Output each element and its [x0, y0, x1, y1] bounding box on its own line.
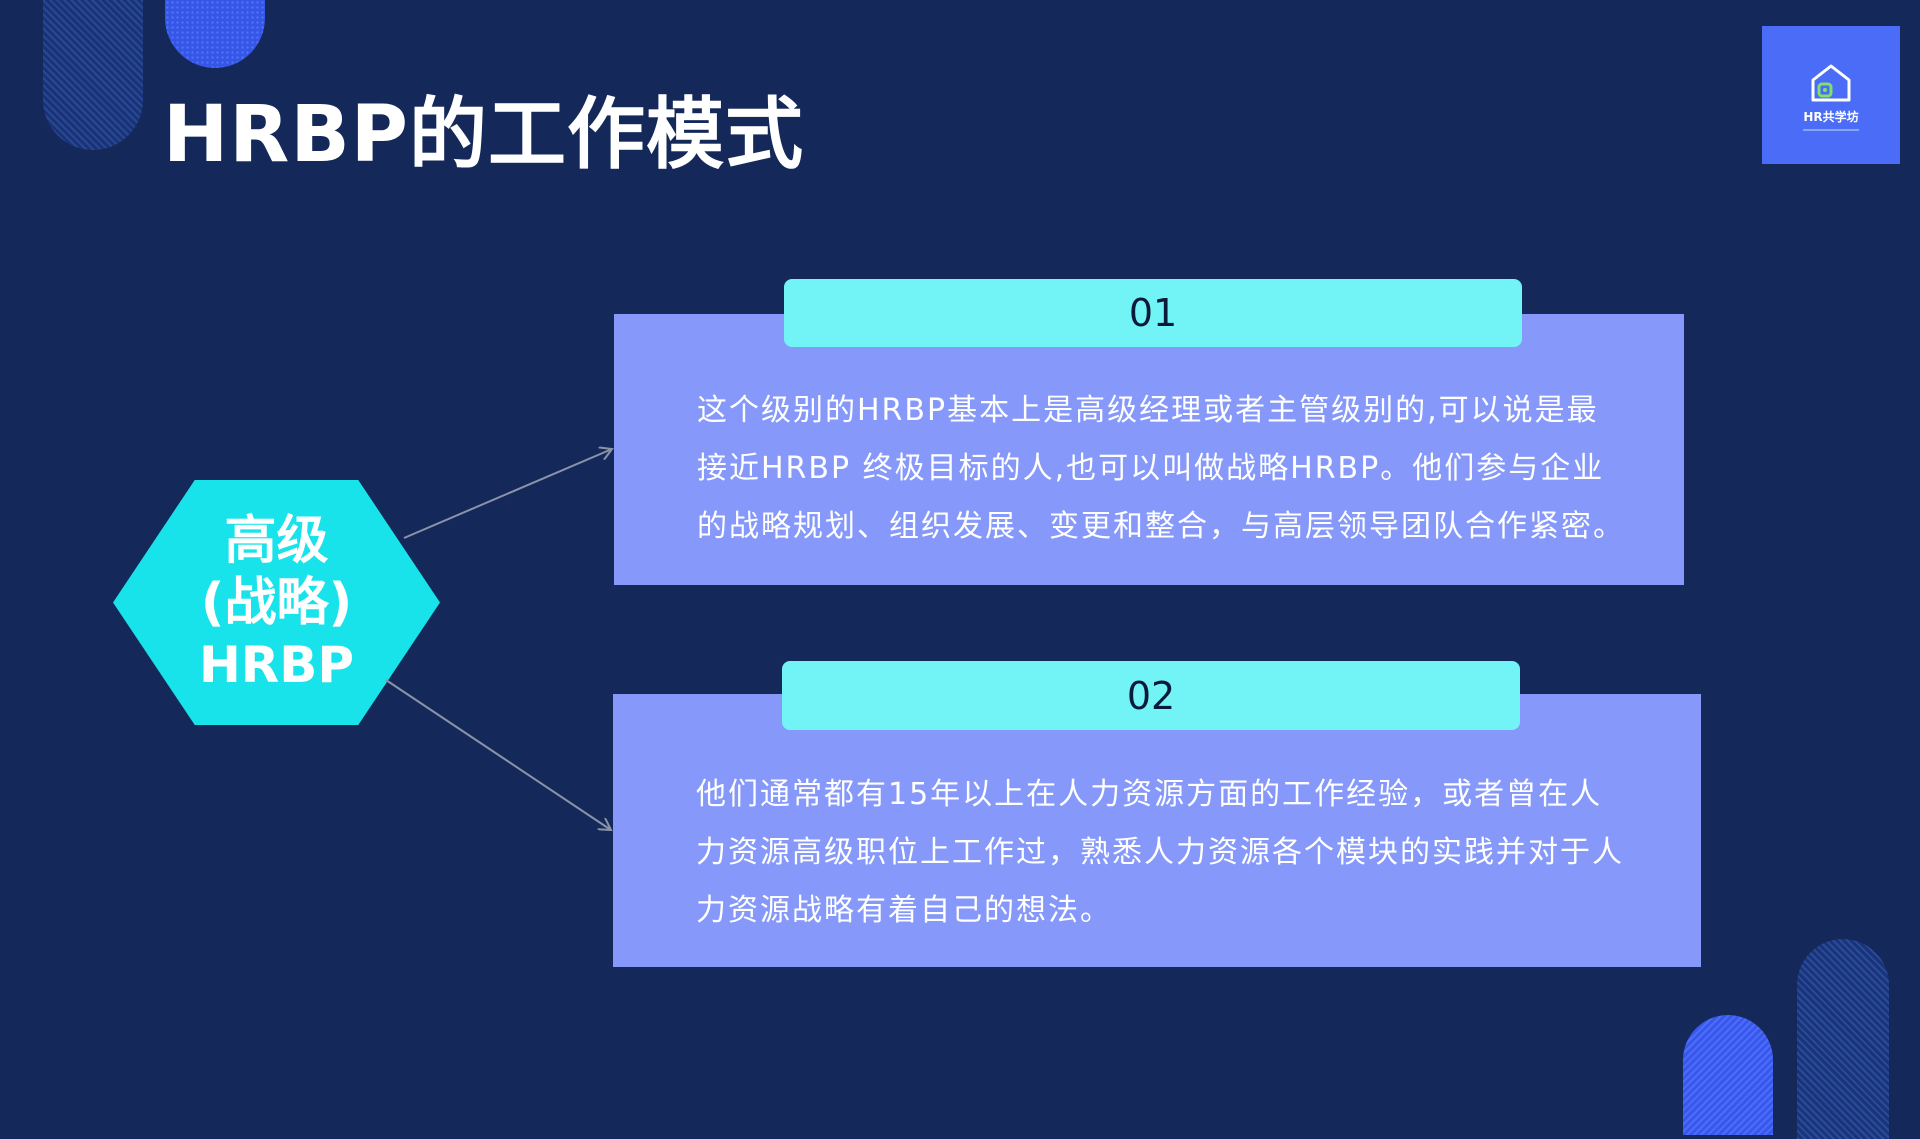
decorative-pill-bottom-right: [1797, 939, 1889, 1139]
card-2-number-tab: 02: [782, 661, 1520, 730]
decorative-pill-top-left: [43, 0, 143, 150]
level-hexagon: 高级 (战略) HRBP: [113, 480, 440, 725]
card-2-text: 他们通常都有15年以上在人力资源方面的工作经验，或者曾在人力资源高级职位上工作过…: [696, 777, 1624, 928]
card-2: [613, 694, 1701, 967]
hexagon-line-2: (战略): [200, 572, 353, 633]
decorative-pill-bottom-right-small: [1683, 1015, 1773, 1135]
arrow-to-card-2: [385, 679, 611, 830]
card-1-text: 这个级别的HRBP基本上是高级经理或者主管级别的,可以说是最接近HRBP 终极目…: [697, 393, 1625, 544]
card-1: [614, 314, 1684, 585]
hexagon-line-1: 高级: [224, 510, 329, 571]
logo-text: HR共学坊: [1803, 109, 1859, 124]
brand-logo: HR共学坊: [1762, 26, 1900, 164]
hexagon-line-3: HRBP: [198, 635, 355, 694]
house-icon: [1811, 64, 1851, 101]
slide-title: HRBP的工作模式: [163, 90, 804, 180]
arrow-to-card-1: [403, 449, 612, 539]
logo-underline: [1803, 128, 1859, 131]
decorative-pill-top-left-dotted: [165, 0, 265, 68]
card-1-number-tab: 01: [784, 279, 1522, 347]
